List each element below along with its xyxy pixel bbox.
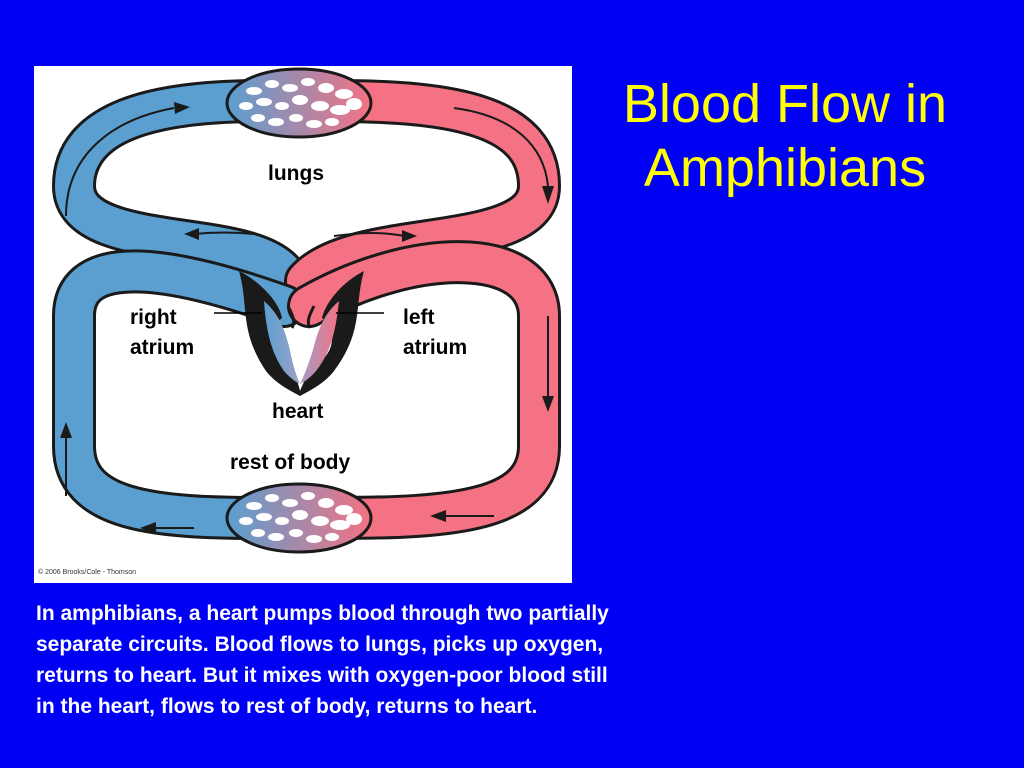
heart-label: heart — [272, 400, 324, 423]
lungs-label: lungs — [268, 162, 324, 185]
heart-shape — [239, 271, 364, 396]
rest-of-body-label: rest of body — [230, 451, 351, 474]
circulation-diagram: lungs right atrium left atrium heart res… — [34, 66, 572, 583]
arrow-heads — [60, 102, 554, 534]
left-atrium-label: left atrium — [403, 306, 468, 359]
slide-caption: In amphibians, a heart pumps blood throu… — [36, 602, 609, 718]
body-capillary-bed — [225, 482, 373, 554]
lung-capillary-bed — [225, 67, 373, 139]
right-atrium-label: right atrium — [130, 306, 195, 359]
copyright-credit: © 2006 Brooks/Cole - Thomson — [38, 569, 137, 576]
flow-arrows — [65, 107, 549, 529]
circulation-svg — [51, 67, 562, 554]
slide-title: Blood Flow in Amphibians — [622, 74, 948, 198]
